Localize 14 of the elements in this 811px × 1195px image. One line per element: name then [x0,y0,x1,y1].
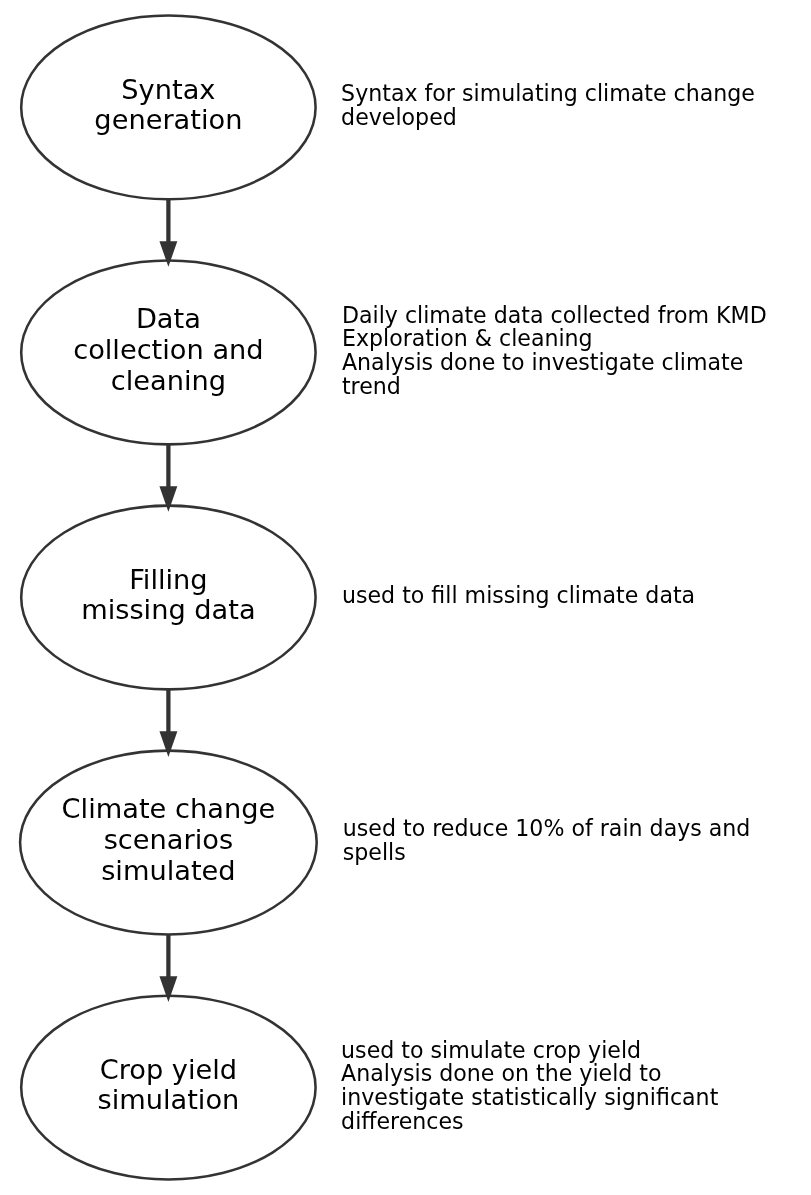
arrow [159,199,178,267]
arrow [159,689,178,757]
node-label: used to simulate crop yield [341,1036,642,1063]
node-ellipse: Data collection and cleaning [19,259,317,446]
node-label: used to reduce 10% of rain days and spells [342,815,751,866]
node-ellipse: Crop yield simulation [19,994,317,1181]
node-label: Syntax for simulating climate change developed [341,80,755,131]
arrow [159,934,178,1002]
node-label: Daily climate data collected from KMD [341,301,767,328]
node-ellipse: Climate change scenarios simulated [18,749,318,936]
node-label: used to fill missing climate data [341,582,696,609]
arrow [159,444,178,512]
node-ellipse: Syntax generation [19,14,317,201]
node-ellipse: Filling missing data [19,504,317,691]
